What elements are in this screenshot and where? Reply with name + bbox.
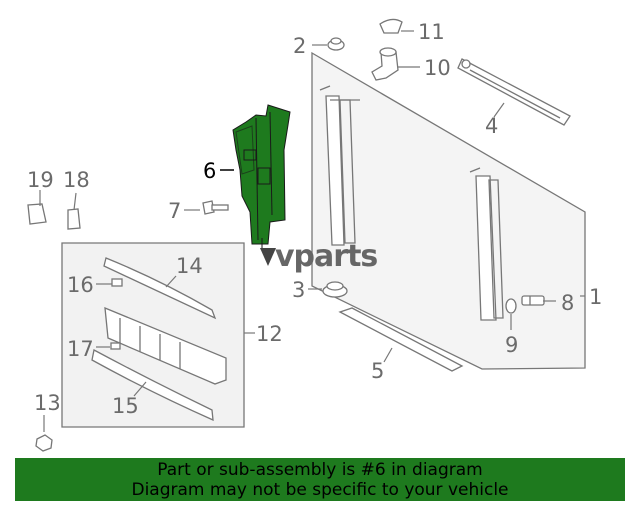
callout-15: 15 — [112, 394, 139, 418]
clip-part-18 — [67, 208, 81, 230]
info-banner: Part or sub-assembly is #6 in diagram Di… — [15, 458, 625, 501]
vparts-watermark: vparts — [260, 239, 378, 274]
radiator-assembly — [311, 51, 586, 370]
callout-3: 3 — [292, 278, 305, 302]
callout-1: 1 — [589, 285, 602, 309]
callout-5: 5 — [371, 359, 384, 383]
o-ring-part-9 — [505, 298, 517, 314]
callout-10: 10 — [424, 56, 451, 80]
banner-line-1: Part or sub-assembly is #6 in diagram — [157, 459, 483, 480]
cap-part-11 — [379, 18, 403, 34]
clip-part-19 — [27, 203, 47, 225]
vparts-logo-mark — [260, 248, 276, 266]
bolt-part-7 — [202, 200, 229, 215]
cushion-part-3 — [322, 281, 348, 298]
highlighted-part-6 — [232, 104, 291, 248]
nut-part-13 — [35, 434, 53, 452]
upper-support-part-4 — [457, 58, 571, 126]
callout-12: 12 — [256, 322, 283, 346]
support-box-part-12 — [61, 242, 245, 428]
callout-14: 14 — [176, 254, 203, 278]
callout-6: 6 — [203, 159, 216, 183]
callout-18: 18 — [63, 168, 90, 192]
cap-part-2 — [327, 37, 345, 51]
callout-9: 9 — [505, 333, 518, 357]
callout-4: 4 — [485, 114, 498, 138]
fitting-part-10 — [371, 47, 399, 81]
callout-17: 17 — [67, 337, 94, 361]
drain-cock-part-8 — [521, 295, 545, 306]
callout-19: 19 — [27, 168, 54, 192]
banner-line-2: Diagram may not be specific to your vehi… — [131, 479, 509, 500]
watermark-text: vparts — [275, 239, 377, 274]
callout-labels: 1 2 3 4 5 6 7 8 9 10 11 12 13 14 15 16 1… — [27, 20, 602, 418]
callout-7: 7 — [168, 199, 181, 223]
callout-2: 2 — [293, 34, 306, 58]
lower-seal-part-5 — [338, 307, 464, 372]
callout-11: 11 — [418, 20, 445, 44]
callout-8: 8 — [561, 291, 574, 315]
leader-lines — [39, 30, 585, 432]
callout-16: 16 — [67, 273, 94, 297]
callout-13: 13 — [34, 391, 61, 415]
